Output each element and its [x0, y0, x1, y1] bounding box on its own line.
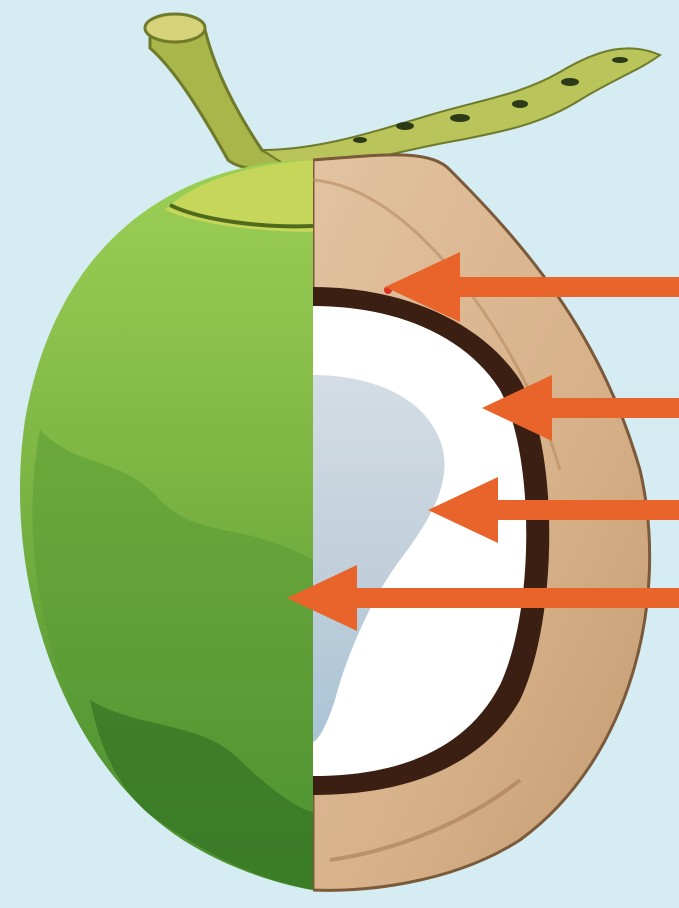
exocarp-half [20, 160, 313, 890]
stem [145, 14, 660, 169]
